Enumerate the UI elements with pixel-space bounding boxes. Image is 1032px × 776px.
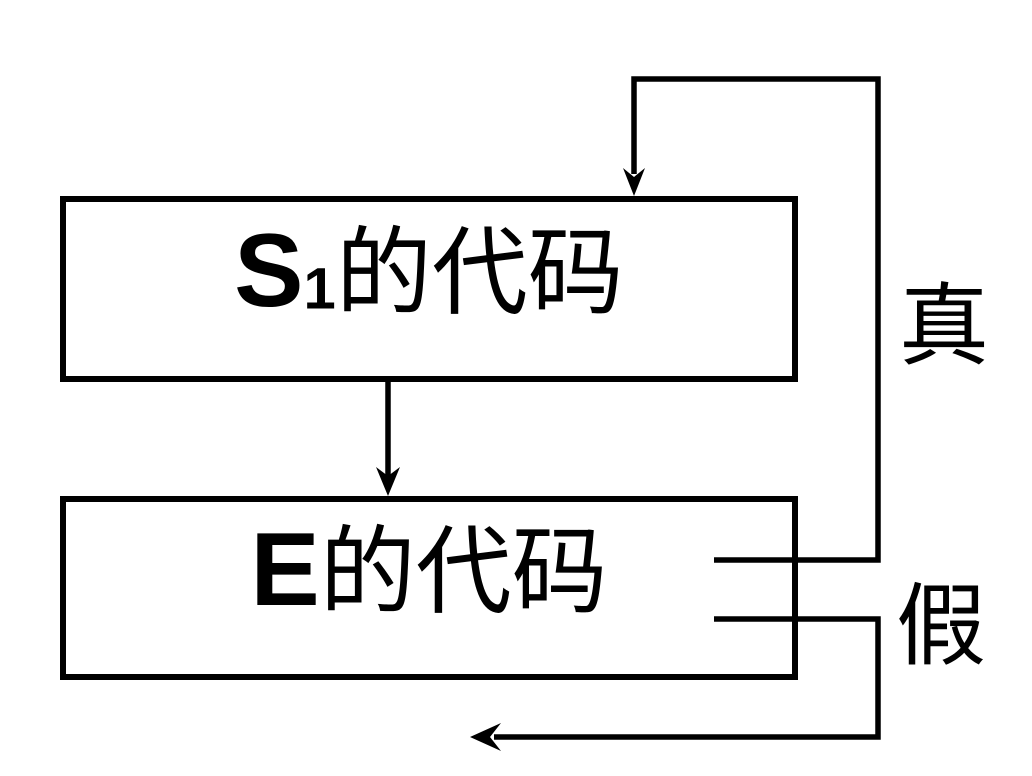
arrowhead-left-icon xyxy=(470,723,501,751)
arrowhead-down-icon xyxy=(376,467,400,496)
true-loop-connector xyxy=(631,76,881,563)
s1-code-box xyxy=(60,196,798,382)
arrowhead-down-icon xyxy=(623,168,645,196)
false-exit-connector xyxy=(494,616,881,740)
e-code-box xyxy=(60,496,798,680)
